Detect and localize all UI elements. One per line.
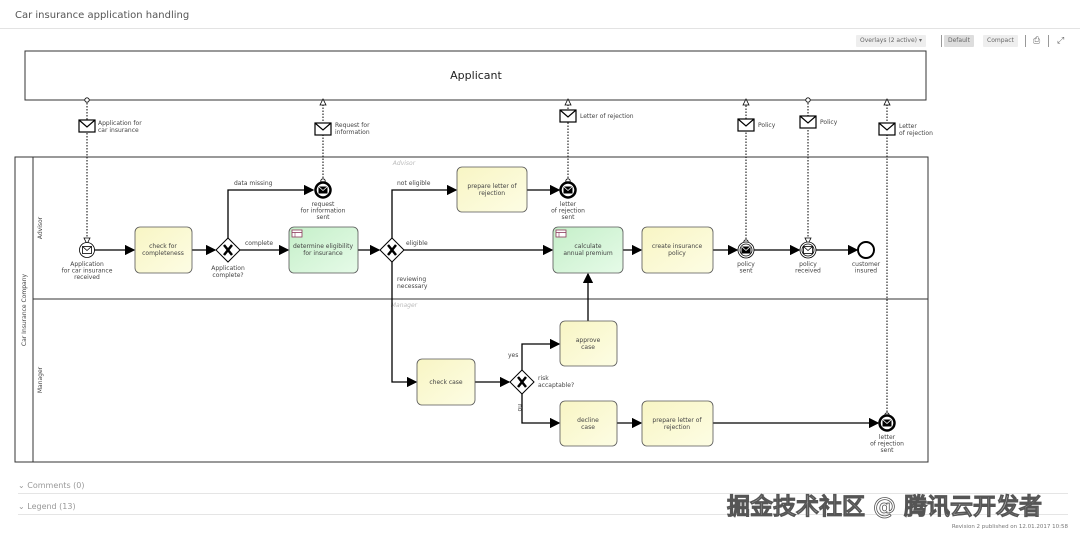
envelope-icon [318, 186, 328, 194]
business-rule-icon [555, 229, 567, 238]
svg-text:yes: yes [508, 352, 518, 359]
pool-label: Car Insurance Company [21, 273, 28, 346]
message-envelope: Letter of rejection [559, 109, 634, 123]
flow-labels: data missing complete not eligible eligi… [234, 180, 523, 412]
svg-text:eligible: eligible [406, 240, 428, 247]
chevron-down-icon: ⌄ [18, 481, 25, 490]
lane-label-manager: Manager [37, 366, 44, 393]
svg-text:Policy: Policy [820, 119, 838, 126]
bpmn-diagram: Applicant Car Insurance Company Advisor … [14, 50, 933, 463]
watermark: 掘金技术社区 @ 腾讯云开发者 [727, 494, 1043, 521]
svg-text:data missing: data missing [234, 180, 273, 187]
revision-info: Revision 2 published on 12.01.2017 10:58 [951, 524, 1068, 530]
envelope-icon [882, 419, 892, 427]
svg-text:check case: check case [429, 379, 463, 386]
printer-icon[interactable]: ⎙ [1033, 36, 1041, 46]
lane-watermark: Advisor [392, 160, 416, 167]
chevron-down-icon: ⌄ [18, 502, 25, 511]
compact-view-button[interactable]: Compact [983, 35, 1018, 47]
header-divider [0, 28, 1080, 29]
task-check-case[interactable]: check case [416, 358, 476, 406]
svg-text:not eligible: not eligible [397, 180, 431, 187]
divider [1048, 35, 1049, 47]
sequence-flows [94, 184, 880, 429]
lane-watermark: Manager [391, 302, 418, 309]
comments-section-toggle[interactable]: ⌄ Comments (0) [18, 480, 85, 491]
envelope-icon [563, 186, 573, 194]
svg-text:Letter of rejection: Letter of rejection [580, 113, 634, 120]
business-rule-icon [291, 229, 303, 238]
section-divider [18, 493, 1068, 494]
pool-label: Applicant [450, 69, 502, 82]
svg-text:Policy: Policy [758, 122, 776, 129]
lane-label-advisor: Advisor [37, 216, 44, 239]
page-title: Car insurance application handling [15, 10, 190, 21]
envelope-icon [741, 246, 751, 254]
overlays-label: Overlays (2 active) [860, 37, 918, 44]
pool-applicant[interactable]: Applicant [24, 50, 927, 101]
legend-section-toggle[interactable]: ⌄ Legend (13) [18, 501, 76, 512]
svg-text:no: no [516, 404, 523, 412]
message-envelope: Policy [737, 118, 776, 132]
expand-icon[interactable]: ⤢ [1057, 36, 1065, 46]
divider [1025, 35, 1026, 47]
envelope-icon [803, 246, 813, 254]
message-envelope: Policy [799, 115, 838, 129]
legend-label: Legend (13) [27, 502, 76, 511]
envelope-icon [82, 246, 92, 254]
comments-label: Comments (0) [27, 481, 85, 490]
message-flows [83, 97, 891, 418]
section-divider [18, 514, 1068, 515]
divider [941, 35, 942, 47]
svg-text:complete: complete [245, 240, 273, 247]
default-view-button[interactable]: Default [944, 35, 974, 47]
overlays-dropdown[interactable]: Overlays (2 active) ▾ [856, 35, 926, 47]
chevron-down-icon: ▾ [918, 37, 922, 44]
